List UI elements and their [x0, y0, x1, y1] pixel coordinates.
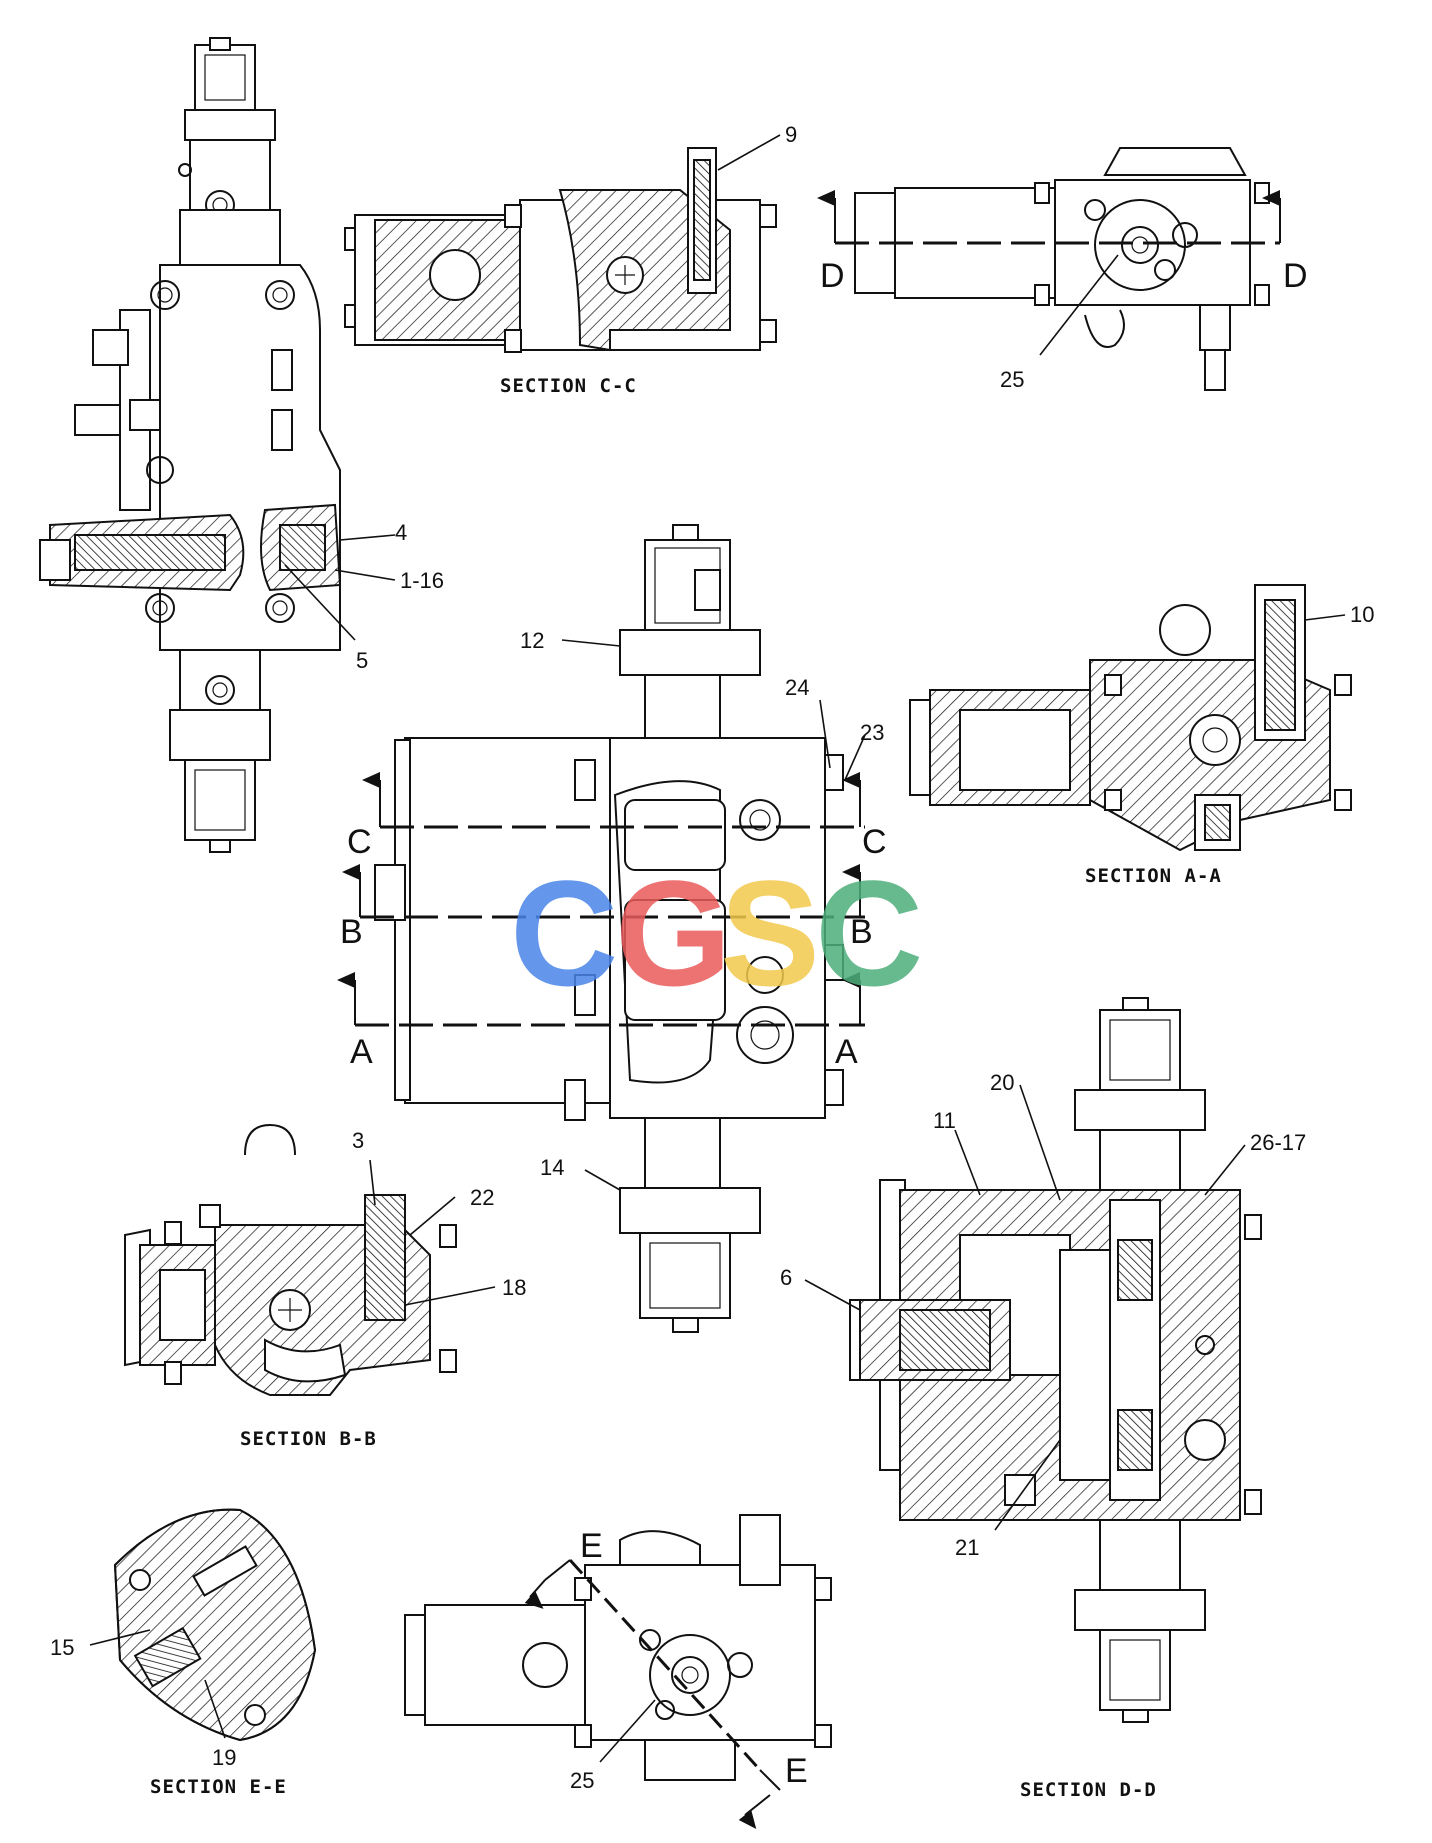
- section-title-a-a: SECTION A-A: [1085, 865, 1222, 887]
- callout-23: 23: [860, 720, 884, 745]
- bottom-center-view: [404, 1514, 832, 1781]
- section-b-b-view: [124, 1123, 457, 1396]
- watermark-letter-3: S: [720, 849, 820, 1017]
- callout-19: 19: [212, 1745, 236, 1770]
- section-title-e-e: SECTION E-E: [150, 1776, 287, 1798]
- callout-12: 12: [520, 628, 544, 653]
- callout-10: 10: [1350, 602, 1374, 627]
- section-letter-b-right: B: [850, 913, 873, 951]
- callout-5: 5: [356, 648, 368, 673]
- callout-15: 15: [50, 1635, 74, 1660]
- section-a-a-view: [909, 584, 1352, 852]
- callout-18: 18: [502, 1275, 526, 1300]
- section-cut-arrows: [337, 190, 1281, 1830]
- section-letter-d-right: D: [1283, 257, 1308, 295]
- callout-6: 6: [780, 1265, 792, 1290]
- watermark-letter-4: C: [815, 849, 923, 1017]
- leader-lines: [89, 134, 1346, 1763]
- section-letter-c-left: C: [347, 823, 372, 861]
- section-letter-a-right: A: [835, 1033, 858, 1071]
- section-letter-d-left: D: [820, 257, 845, 295]
- watermark-letter-1: C: [510, 849, 618, 1017]
- section-letter-e-top: E: [580, 1527, 603, 1565]
- section-c-c-view: [344, 147, 777, 353]
- callout-25-bottom: 25: [570, 1768, 594, 1793]
- left-side-view: [39, 37, 342, 853]
- callout-4: 4: [395, 520, 407, 545]
- callout-11: 11: [933, 1108, 956, 1133]
- callout-25-top: 25: [1000, 367, 1024, 392]
- callout-26-17: 26-17: [1250, 1130, 1306, 1155]
- section-d-d-view: [849, 997, 1262, 1723]
- section-letter-a-left: A: [350, 1033, 373, 1071]
- callout-3: 3: [352, 1128, 364, 1153]
- callout-24: 24: [785, 675, 809, 700]
- section-letter-e-bottom: E: [785, 1752, 808, 1790]
- section-letter-c-right: C: [862, 823, 887, 861]
- callout-14: 14: [540, 1155, 564, 1180]
- callout-1-16: 1-16: [400, 568, 444, 593]
- center-main-view: [355, 524, 865, 1333]
- section-title-d-d: SECTION D-D: [1020, 1779, 1157, 1801]
- callout-20: 20: [990, 1070, 1014, 1095]
- callout-21: 21: [955, 1535, 979, 1560]
- watermark: C G S C: [510, 849, 923, 1017]
- section-title-c-c: SECTION C-C: [500, 375, 637, 397]
- callout-22: 22: [470, 1185, 494, 1210]
- section-e-e-view: [113, 1508, 317, 1742]
- top-right-view: [835, 147, 1280, 391]
- callout-9: 9: [785, 122, 797, 147]
- section-title-b-b: SECTION B-B: [240, 1428, 377, 1450]
- watermark-letter-2: G: [615, 849, 732, 1017]
- section-letter-b-left: B: [340, 913, 363, 951]
